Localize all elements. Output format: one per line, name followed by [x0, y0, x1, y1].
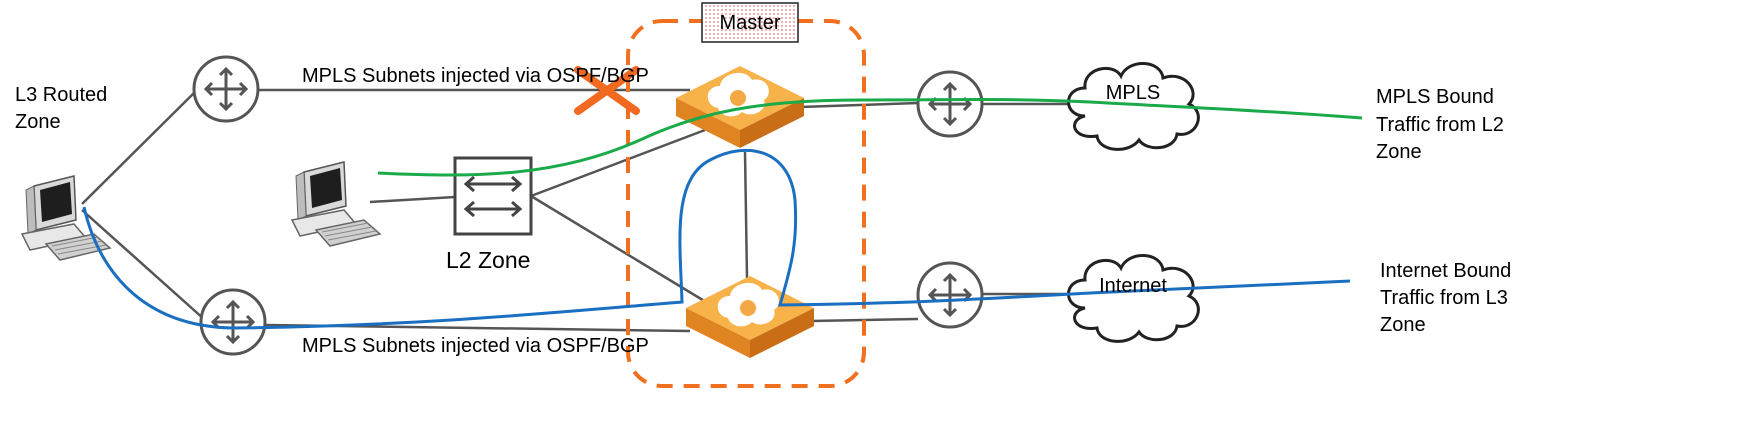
blocked-x-icon	[574, 66, 640, 115]
link-pc-to-bottom-router	[81, 209, 206, 321]
link-switch-to-top-appliance	[530, 128, 706, 198]
master-label-box	[701, 2, 799, 43]
router-icon	[192, 55, 260, 123]
sd-wan-appliance-icon	[686, 276, 814, 358]
l2-zone-label: L2 Zone	[446, 247, 530, 273]
mpls-subnets-top-label: MPLS Subnets injected via OSPF/BGP	[302, 65, 649, 87]
mpls-traffic-label: MPLS Bound Traffic from L2 Zone	[1376, 86, 1509, 163]
link-switch-to-bottom-appliance	[530, 194, 707, 304]
network-links	[81, 88, 1070, 333]
l3-zone-label: L3 Routed Zone	[15, 84, 113, 133]
mpls-bound-traffic-path	[377, 98, 1363, 177]
mpls-subnets-bottom-label: MPLS Subnets injected via OSPF/BGP	[302, 335, 649, 357]
link-l2pc-to-switch	[369, 195, 456, 204]
internet-bound-traffic-path	[82, 148, 1351, 330]
router-icon	[199, 288, 267, 356]
router-icon	[916, 70, 984, 138]
router-icon	[916, 261, 984, 329]
link-top-appliance-to-router	[799, 101, 919, 109]
computer-icon	[291, 161, 381, 247]
link-pc-to-top-router	[81, 90, 197, 205]
link-appliance-to-appliance	[743, 151, 749, 279]
switch-icon	[453, 156, 533, 236]
internet-cloud-label: Internet	[1099, 275, 1167, 297]
mpls-cloud-label: MPLS	[1106, 82, 1160, 104]
master-label: Master	[719, 12, 780, 34]
internet-cloud-icon	[1067, 253, 1200, 343]
internet-traffic-label: Internet Bound Traffic from L3 Zone	[1380, 260, 1517, 336]
sd-wan-appliance-icon	[676, 66, 804, 148]
